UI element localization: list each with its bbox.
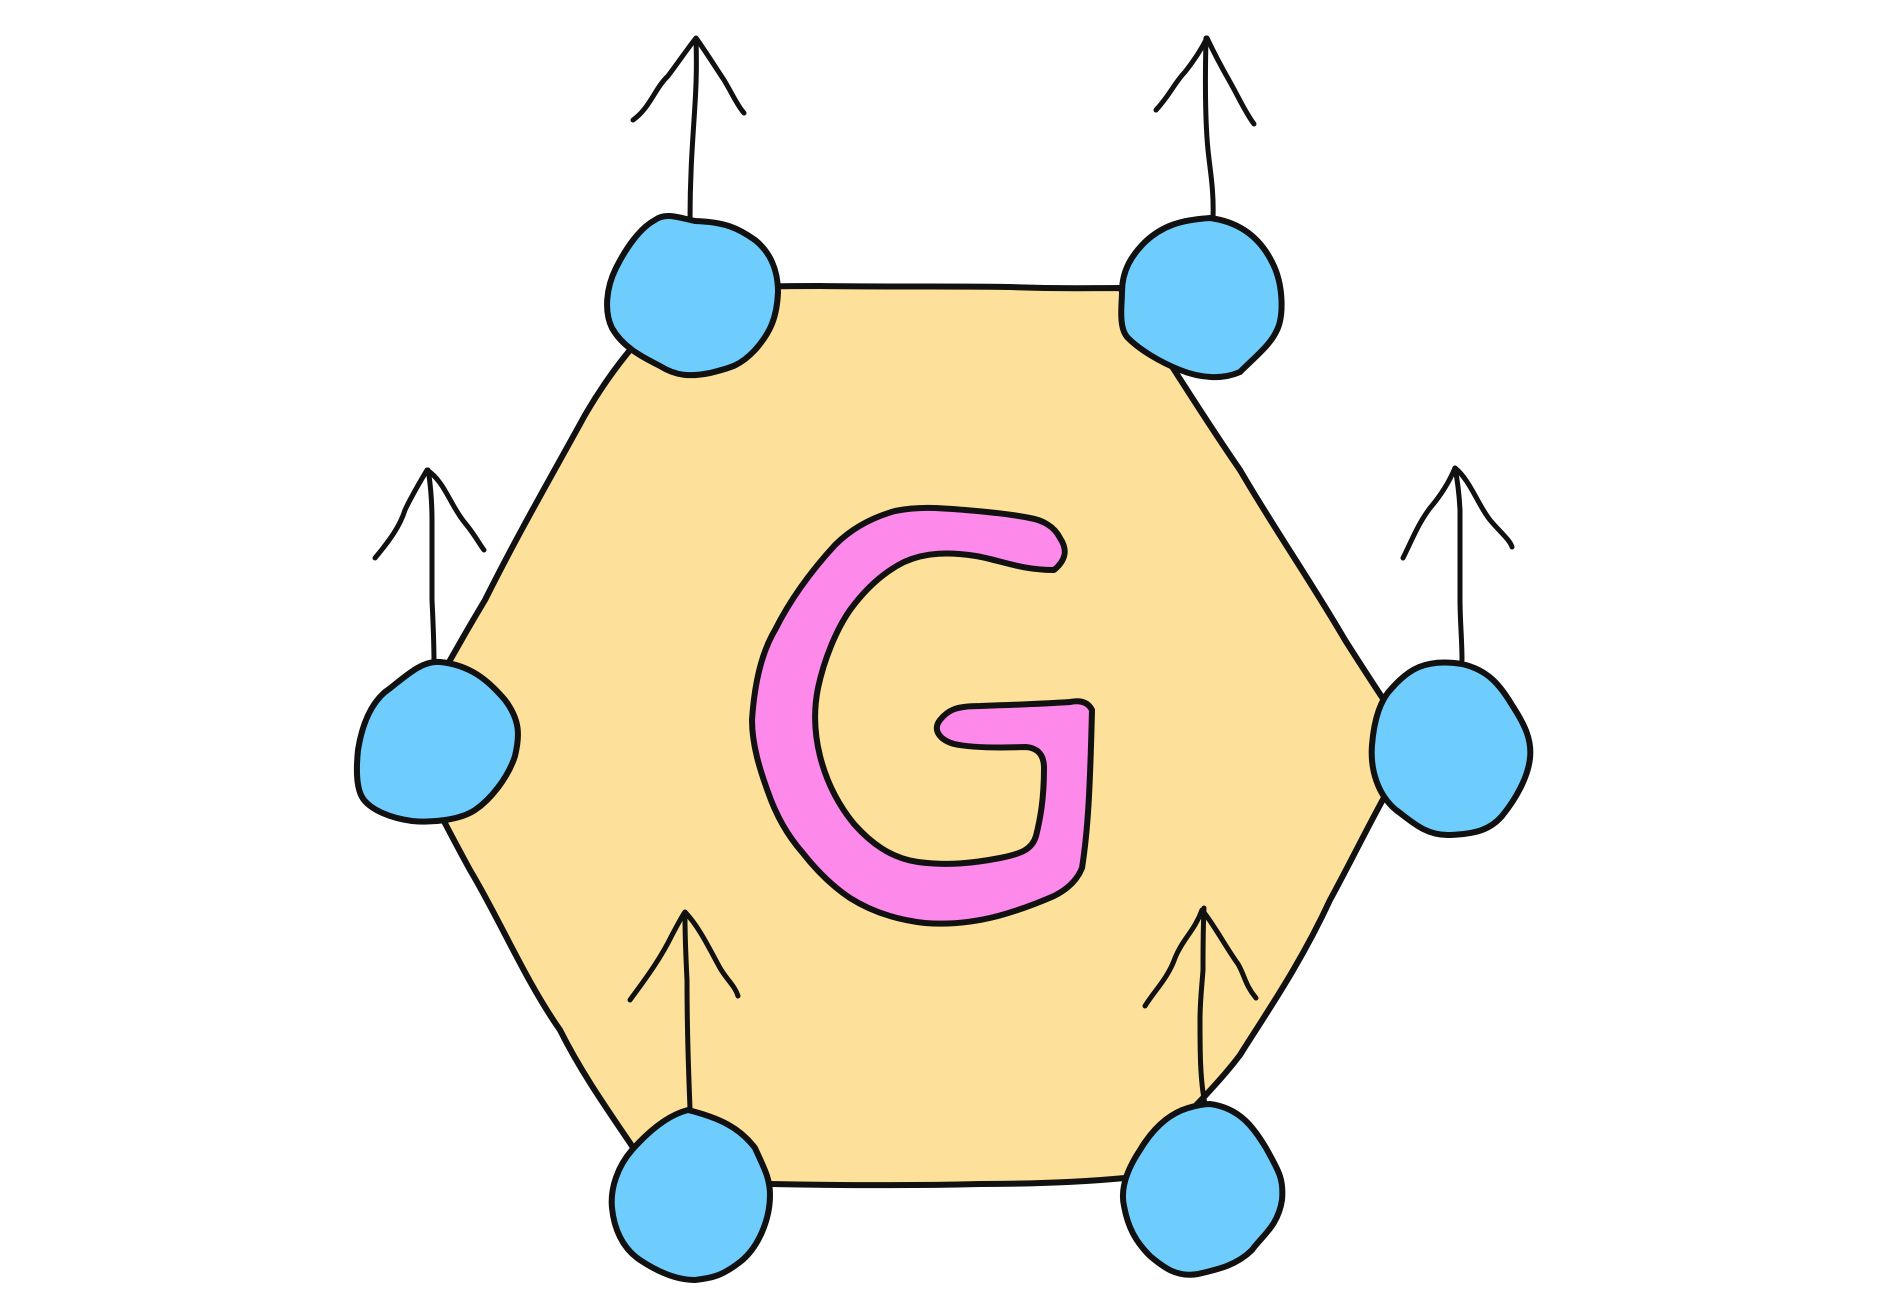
node-bottom-left [608, 1107, 773, 1283]
arrow-right [1400, 465, 1515, 663]
node-left [353, 658, 521, 825]
arrow-bottom-left [627, 909, 741, 1111]
arrow-bottom-right [1142, 905, 1259, 1107]
arrow-left [372, 467, 487, 667]
letter-g-glyph [749, 504, 1095, 927]
node-right [1368, 659, 1534, 839]
node-top-left [604, 213, 781, 379]
arrow-top-right [1153, 35, 1257, 221]
arrow-top-left [630, 35, 747, 223]
node-top-right [1118, 215, 1285, 380]
node-bottom-right [1120, 1101, 1286, 1278]
center-label: G [932, 701, 948, 725]
